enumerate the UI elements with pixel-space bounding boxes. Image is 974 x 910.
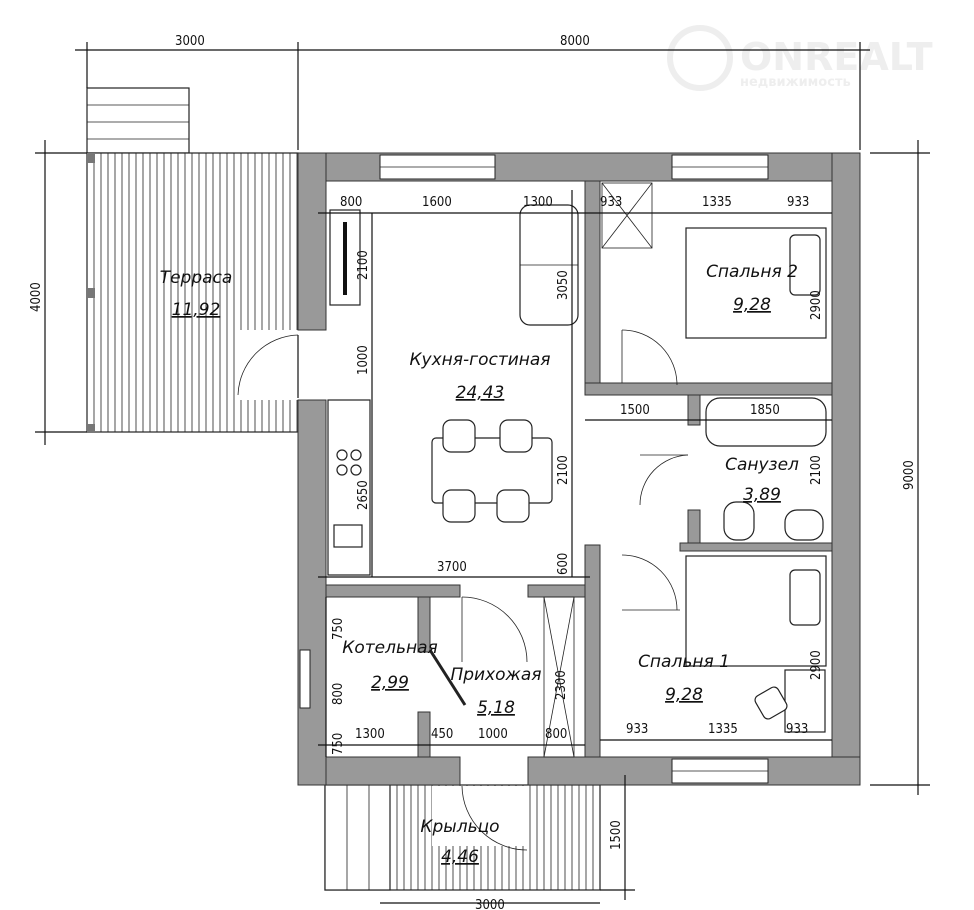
room-bathroom-area: 3,89 <box>743 485 781 505</box>
svg-text:2300: 2300 <box>554 670 569 700</box>
dim-right: 9000 <box>902 460 917 490</box>
terrace <box>86 87 300 433</box>
room-labels: Терраса 11,92 Кухня-гостиная 24,43 Спаль… <box>160 262 799 867</box>
dim-porch: 1500 <box>609 820 624 850</box>
svg-text:3050: 3050 <box>556 270 571 300</box>
svg-text:3700: 3700 <box>437 560 467 575</box>
svg-text:933: 933 <box>786 722 808 737</box>
dim-left: 4000 <box>29 282 44 312</box>
dim-top-left: 3000 <box>175 34 205 49</box>
room-kitchen-name: Кухня-гостиная <box>409 350 550 370</box>
svg-text:2900: 2900 <box>809 650 824 680</box>
chair <box>442 419 476 453</box>
dimension-lines <box>35 42 930 904</box>
svg-text:800: 800 <box>545 727 567 742</box>
chair <box>499 419 533 453</box>
porch <box>324 784 601 891</box>
svg-text:933: 933 <box>626 722 648 737</box>
room-boiler-area: 2,99 <box>371 673 409 693</box>
svg-text:1300: 1300 <box>355 727 385 742</box>
room-bedroom1-area: 9,28 <box>665 685 703 705</box>
svg-text:1300: 1300 <box>523 195 553 210</box>
room-bedroom2-area: 9,28 <box>733 295 771 315</box>
room-bathroom-name: Санузел <box>725 455 799 475</box>
room-terrace-area: 11,92 <box>172 300 221 320</box>
watermark: ONREALT недвижимость <box>667 25 933 91</box>
svg-text:600: 600 <box>556 553 571 575</box>
svg-text:2100: 2100 <box>556 455 571 485</box>
toilet <box>723 501 755 541</box>
chair <box>496 489 530 523</box>
svg-text:ONREALT: ONREALT <box>740 35 933 79</box>
svg-text:1850: 1850 <box>750 403 780 418</box>
sink <box>333 524 363 548</box>
dim-bottom: 3000 <box>475 898 505 910</box>
svg-text:1000: 1000 <box>478 727 508 742</box>
svg-text:2100: 2100 <box>356 250 371 280</box>
svg-text:1000: 1000 <box>356 345 371 375</box>
doors <box>428 182 689 758</box>
room-boiler-name: Котельная <box>342 638 437 658</box>
room-hall-name: Прихожая <box>450 665 541 685</box>
washbasin <box>784 509 824 541</box>
chair <box>442 489 476 523</box>
office-chair <box>754 686 788 720</box>
svg-text:933: 933 <box>787 195 809 210</box>
window <box>299 649 311 709</box>
room-bedroom2-name: Спальня 2 <box>706 262 798 282</box>
svg-text:1600: 1600 <box>422 195 452 210</box>
terrace-steps <box>86 87 190 154</box>
svg-text:1500: 1500 <box>620 403 650 418</box>
entry-door-swing <box>461 785 528 851</box>
svg-text:2650: 2650 <box>356 480 371 510</box>
svg-text:800: 800 <box>340 195 362 210</box>
porch-steps <box>324 784 391 891</box>
svg-text:750: 750 <box>331 618 346 640</box>
walls <box>297 152 861 786</box>
svg-text:недвижимость: недвижимость <box>740 75 851 90</box>
svg-text:750: 750 <box>331 733 346 755</box>
svg-text:800: 800 <box>331 683 346 705</box>
room-hall-area: 5,18 <box>477 698 515 718</box>
svg-text:2900: 2900 <box>809 290 824 320</box>
room-bedroom1-name: Спальня 1 <box>638 652 730 672</box>
room-kitchen-area: 24,43 <box>456 383 505 403</box>
dim-top-right: 8000 <box>560 34 590 49</box>
room-porch-area: 4,46 <box>441 847 479 867</box>
svg-text:450: 450 <box>431 727 453 742</box>
svg-text:1335: 1335 <box>708 722 738 737</box>
svg-text:933: 933 <box>600 195 622 210</box>
svg-text:1335: 1335 <box>702 195 732 210</box>
svg-text:2100: 2100 <box>809 455 824 485</box>
terrace-door-swing <box>237 334 299 396</box>
room-terrace-name: Терраса <box>160 268 233 288</box>
bathtub <box>705 397 827 447</box>
dining-table <box>431 437 553 504</box>
inner-dimensions: 800 1600 1300 933 1335 933 2100 1000 265… <box>331 195 824 755</box>
furniture <box>327 204 827 733</box>
room-porch-name: Крыльцо <box>420 817 499 837</box>
